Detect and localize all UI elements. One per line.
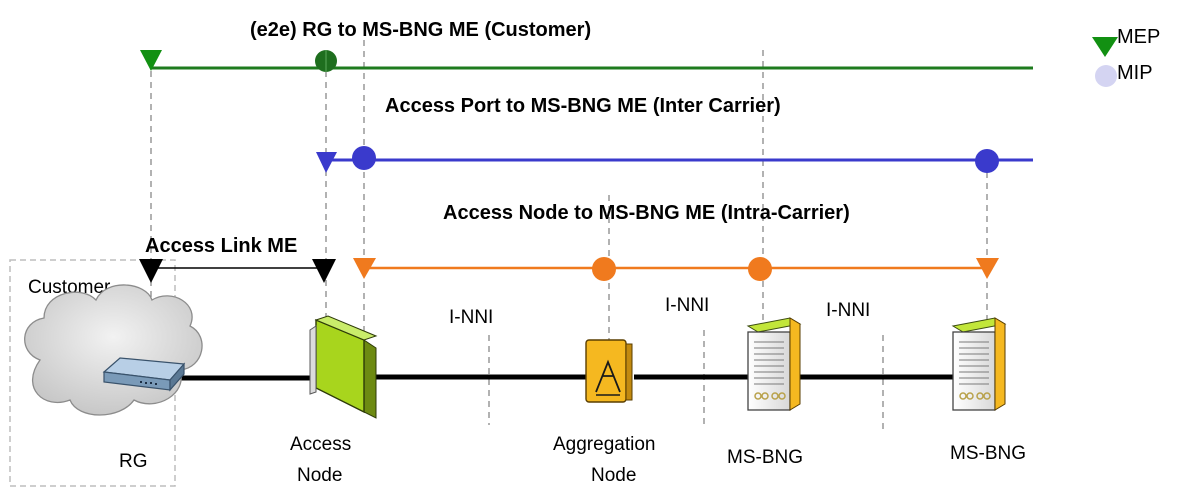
legend-mep-label: MEP <box>1117 26 1160 48</box>
mip-marker-inter-carrier-access-node <box>352 146 376 170</box>
mep-marker-inter-carrier-access-port <box>316 152 337 173</box>
intra-carrier-me-label: Access Node to MS-BNG ME (Intra-Carrier) <box>443 202 850 224</box>
ms-bng-1-icon <box>746 317 802 411</box>
mip-marker-e2e-access-port <box>315 50 337 72</box>
mep-marker-e2e-rg <box>140 50 162 71</box>
mep-marker-access-link-access-port <box>312 259 336 283</box>
mip-marker-intra-carrier-ms-bng-1 <box>748 257 772 281</box>
legend-mip-label: MIP <box>1117 62 1153 84</box>
i-nni-label-2: I-NNI <box>665 295 709 316</box>
aggregation-node-label-line1: Aggregation <box>553 434 655 455</box>
rg-label: RG <box>119 451 148 472</box>
legend-mep-icon <box>1092 37 1118 57</box>
aggregation-node-icon <box>585 339 633 403</box>
customer-boundary <box>9 259 176 487</box>
aggregation-node-label-line2: Node <box>591 465 636 486</box>
access-link-me-label: Access Link ME <box>145 235 297 257</box>
i-nni-label-1: I-NNI <box>449 307 493 328</box>
mep-marker-access-link-rg <box>139 259 163 283</box>
i-nni-label-3: I-NNI <box>826 300 870 321</box>
mip-marker-intra-carrier-aggregation <box>592 257 616 281</box>
mep-marker-intra-carrier-ms-bng-2 <box>976 258 999 279</box>
ms-bng-1-label: MS-BNG <box>727 447 803 468</box>
e2e-me-label: (e2e) RG to MS-BNG ME (Customer) <box>250 19 591 41</box>
mip-marker-inter-carrier-ms-bng-2 <box>975 149 999 173</box>
legend-mip-icon <box>1095 65 1117 87</box>
data-link <box>170 374 957 381</box>
ms-bng-2-label: MS-BNG <box>950 443 1026 464</box>
rg-device-icon <box>102 357 186 392</box>
access-node-label-line1: Access <box>290 434 351 455</box>
customer-label: Customer <box>28 277 111 298</box>
ms-bng-2-icon <box>951 317 1007 411</box>
legend: MEP MIP <box>1092 26 1160 87</box>
inter-carrier-me-label: Access Port to MS-BNG ME (Inter Carrier) <box>385 95 781 117</box>
access-node-icon <box>309 315 378 419</box>
mep-marker-intra-carrier-access-node <box>353 258 376 279</box>
access-node-label-line2: Node <box>297 465 342 486</box>
